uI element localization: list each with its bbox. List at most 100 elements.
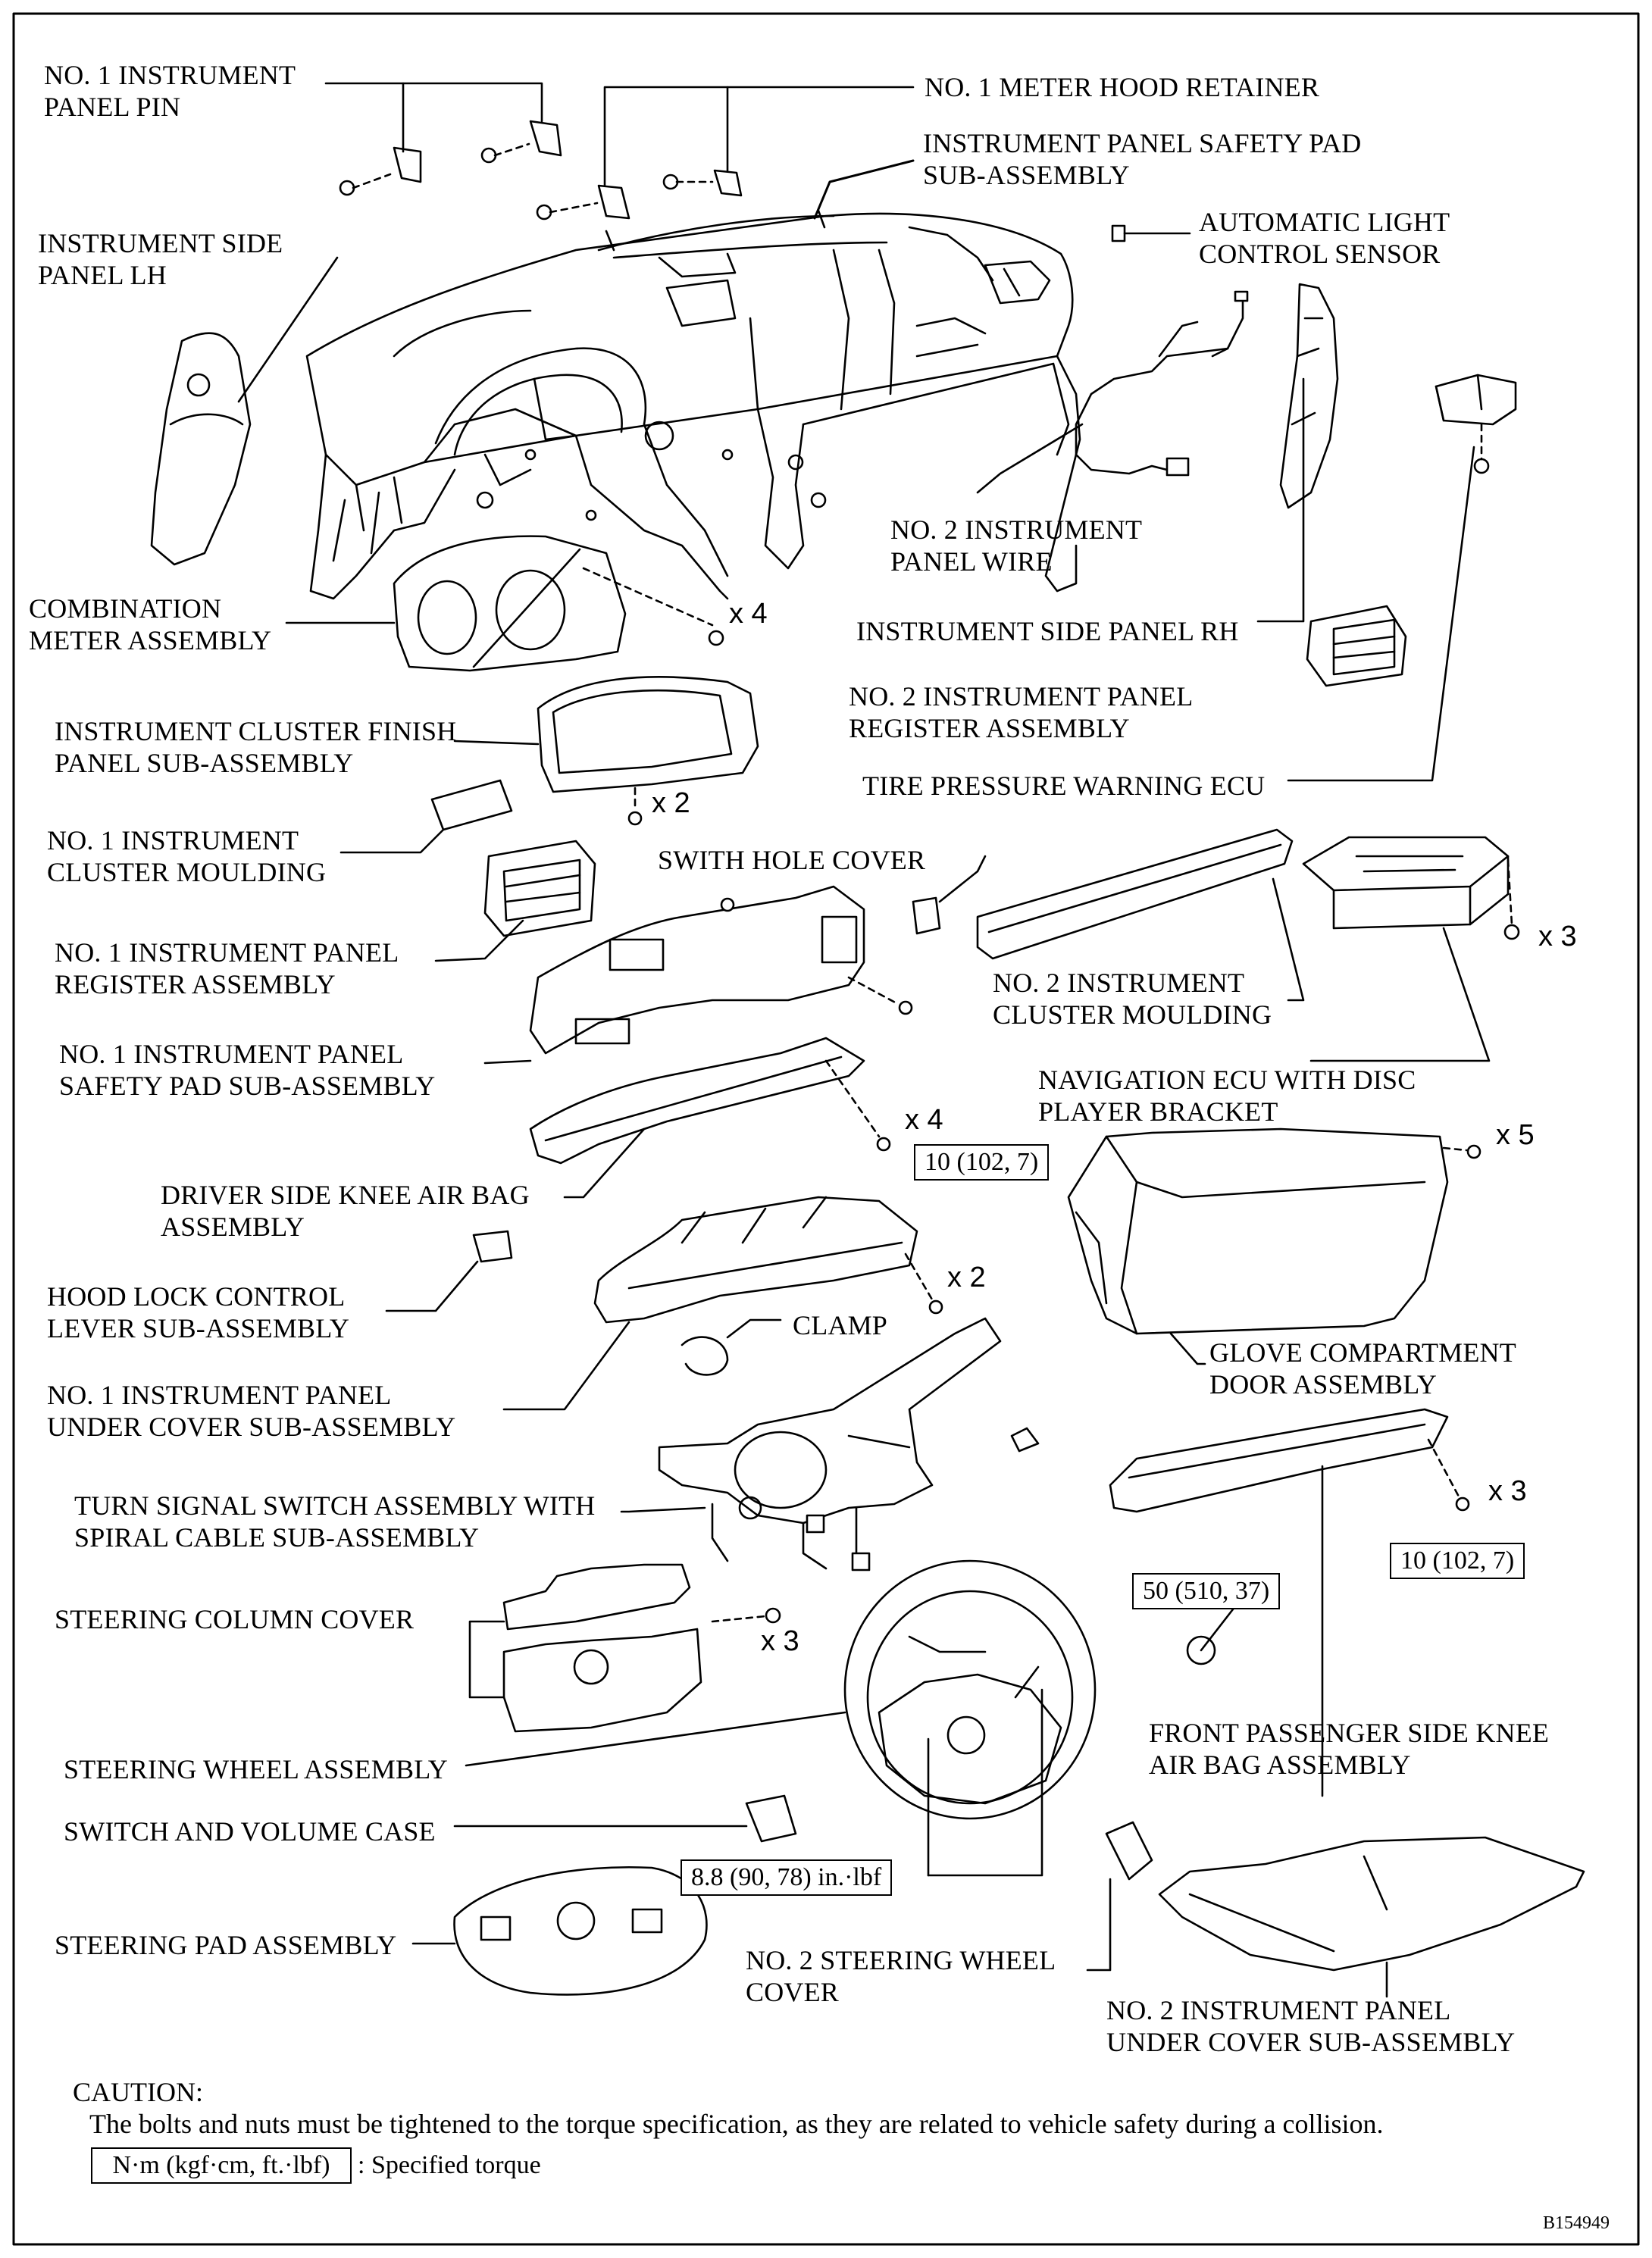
label-register-1: NO. 1 INSTRUMENT PANEL REGISTER ASSEMBLY	[55, 937, 399, 1000]
register-1-drawing	[434, 840, 596, 962]
label-line: SPIRAL CABLE SUB-ASSEMBLY	[74, 1522, 480, 1553]
panel-pins-drawing	[324, 82, 915, 220]
qty-meter-bolts: x 4	[729, 598, 768, 630]
label-side-panel-lh: INSTRUMENT SIDE PANEL LH	[38, 227, 283, 291]
navigation-ecu-drawing	[1302, 836, 1520, 1062]
label-under-cover-1: NO. 1 INSTRUMENT PANEL UNDER COVER SUB-A…	[47, 1379, 455, 1443]
label-volume-case: SWITCH AND VOLUME CASE	[64, 1815, 436, 1847]
legend-meaning: : Specified torque	[358, 2151, 541, 2179]
leader-torque-pad-2	[927, 1688, 1043, 1877]
side-panel-lh-drawing	[150, 256, 339, 566]
label-line: PANEL SUB-ASSEMBLY	[55, 748, 354, 778]
label-line: REGISTER ASSEMBLY	[55, 969, 336, 999]
qty-glove-bolts: x 5	[1496, 1119, 1535, 1151]
clamp-drawing	[681, 1318, 782, 1376]
label-line: NO. 2 STEERING WHEEL	[746, 1945, 1056, 1975]
label-cluster-moulding-1: NO. 1 INSTRUMENT CLUSTER MOULDING	[47, 824, 326, 888]
label-line: FRONT PASSENGER SIDE KNEE	[1149, 1718, 1550, 1748]
under-cover-1-drawing	[502, 1196, 943, 1411]
label-line: INSTRUMENT SIDE	[38, 228, 283, 258]
label-line: HOOD LOCK CONTROL	[47, 1281, 346, 1312]
label-line: AUTOMATIC LIGHT	[1199, 207, 1450, 237]
torque-steering-wheel-nut: 50 (510, 37)	[1132, 1573, 1281, 1609]
label-line: NO. 2 INSTRUMENT	[890, 514, 1143, 545]
label-line: INSTRUMENT PANEL SAFETY PAD	[923, 128, 1362, 158]
label-line: ASSEMBLY	[161, 1212, 305, 1242]
register-2-drawing	[1306, 605, 1407, 687]
legend-unit-box: N·m (kgf·cm, ft.·lbf)	[91, 2147, 352, 2184]
label-line: SAFETY PAD SUB-ASSEMBLY	[59, 1071, 436, 1101]
label-combination-meter: COMBINATION METER ASSEMBLY	[29, 593, 271, 656]
label-cluster-finish: INSTRUMENT CLUSTER FINISH PANEL SUB-ASSE…	[55, 715, 456, 779]
label-driver-knee-airbag: DRIVER SIDE KNEE AIR BAG ASSEMBLY	[161, 1179, 530, 1243]
cluster-moulding-2-drawing	[976, 828, 1305, 1002]
label-line: CLUSTER MOULDING	[993, 999, 1272, 1030]
label-under-cover-2: NO. 2 INSTRUMENT PANEL UNDER COVER SUB-A…	[1106, 1994, 1515, 2058]
label-line: CONTROL SENSOR	[1199, 239, 1441, 269]
driver-knee-airbag-drawing	[529, 1037, 891, 1199]
label-line: COVER	[746, 1977, 840, 2007]
label-line: CLUSTER MOULDING	[47, 857, 327, 887]
cluster-moulding-1-drawing	[339, 779, 513, 854]
label-side-panel-rh: INSTRUMENT SIDE PANEL RH	[856, 615, 1239, 647]
panel-wire-drawing	[976, 290, 1249, 494]
leader-torque-nut	[1200, 1605, 1237, 1652]
qty-under-cover-bolts: x 2	[947, 1262, 986, 1293]
label-line: CLAMP	[793, 1310, 888, 1340]
label-meter-hood-retainer: NO. 1 METER HOOD RETAINER	[925, 71, 1319, 103]
label-line: NAVIGATION ECU WITH DISC	[1038, 1065, 1416, 1095]
label-cluster-moulding-2: NO. 2 INSTRUMENT CLUSTER MOULDING	[993, 967, 1272, 1030]
label-line: NO. 2 INSTRUMENT PANEL	[849, 681, 1194, 711]
label-line: COMBINATION	[29, 593, 222, 624]
label-glove-compartment: GLOVE COMPARTMENT DOOR ASSEMBLY	[1209, 1337, 1516, 1400]
small-screw-drawing	[1010, 1427, 1040, 1453]
label-navigation-ecu: NAVIGATION ECU WITH DISC PLAYER BRACKET	[1038, 1064, 1416, 1127]
label-register-2: NO. 2 INSTRUMENT PANEL REGISTER ASSEMBLY	[849, 680, 1193, 744]
label-line: STEERING PAD ASSEMBLY	[55, 1930, 397, 1960]
label-line: UNDER COVER SUB-ASSEMBLY	[47, 1412, 456, 1442]
label-line: DRIVER SIDE KNEE AIR BAG	[161, 1180, 530, 1210]
label-tire-pressure-ecu: TIRE PRESSURE WARNING ECU	[862, 770, 1265, 802]
label-line: NO. 1 INSTRUMENT PANEL	[59, 1039, 404, 1069]
label-line: NO. 2 INSTRUMENT PANEL	[1106, 1995, 1451, 2025]
label-line: SUB-ASSEMBLY	[923, 160, 1130, 190]
column-cover-drawing	[468, 1563, 781, 1733]
qty-nav-ecu-bolts: x 3	[1538, 921, 1577, 952]
label-clamp: CLAMP	[793, 1309, 887, 1341]
figure-id: B154949	[1542, 2213, 1610, 2233]
label-safety-pad-1: NO. 1 INSTRUMENT PANEL SAFETY PAD SUB-AS…	[59, 1038, 435, 1102]
qty-column-cover-screws: x 3	[761, 1625, 799, 1657]
label-turn-signal-switch: TURN SIGNAL SWITCH ASSEMBLY WITH SPIRAL …	[74, 1490, 595, 1553]
label-line: GLOVE COMPARTMENT	[1209, 1337, 1516, 1368]
qty-passenger-airbag-bolts: x 3	[1488, 1475, 1527, 1507]
label-safety-pad: INSTRUMENT PANEL SAFETY PAD SUB-ASSEMBLY	[923, 127, 1362, 191]
under-cover-2-drawing	[1158, 1836, 1585, 1998]
label-instrument-panel-pin: NO. 1 INSTRUMENT PANEL PIN	[44, 59, 296, 123]
safety-pad-1-drawing	[483, 885, 913, 1065]
light-sensor-drawing	[1111, 224, 1191, 242]
label-switch-hole-cover: SWITH HOLE COVER	[658, 844, 925, 876]
label-line: TURN SIGNAL SWITCH ASSEMBLY WITH	[74, 1490, 596, 1521]
label-line: INSTRUMENT CLUSTER FINISH	[55, 716, 457, 746]
label-line: SWITCH AND VOLUME CASE	[64, 1816, 436, 1847]
label-line: NO. 1 INSTRUMENT	[44, 60, 296, 90]
label-panel-wire: NO. 2 INSTRUMENT PANEL WIRE	[890, 514, 1142, 577]
label-line: METER ASSEMBLY	[29, 625, 272, 655]
label-light-sensor: AUTOMATIC LIGHT CONTROL SENSOR	[1199, 206, 1450, 270]
torque-driver-knee-airbag: 10 (102, 7)	[914, 1144, 1050, 1181]
volume-case-drawing	[453, 1794, 797, 1843]
qty-finish-panel-screws: x 2	[652, 787, 690, 819]
label-line: STEERING COLUMN COVER	[55, 1604, 415, 1634]
label-line: NO. 1 INSTRUMENT	[47, 825, 299, 855]
label-wheel-cover-2: NO. 2 STEERING WHEEL COVER	[746, 1944, 1056, 2008]
label-line: REGISTER ASSEMBLY	[849, 713, 1130, 743]
qty-knee-airbag-bolts: x 4	[905, 1104, 943, 1136]
side-panel-rh-drawing	[1256, 283, 1339, 623]
wheel-cover-2-drawing	[1086, 1821, 1153, 1972]
label-line: DOOR ASSEMBLY	[1209, 1369, 1438, 1400]
label-column-cover: STEERING COLUMN COVER	[55, 1603, 414, 1635]
label-line: NO. 2 INSTRUMENT	[993, 968, 1245, 998]
label-line: NO. 1 INSTRUMENT PANEL	[55, 937, 399, 968]
glove-compartment-drawing	[1067, 1127, 1481, 1365]
